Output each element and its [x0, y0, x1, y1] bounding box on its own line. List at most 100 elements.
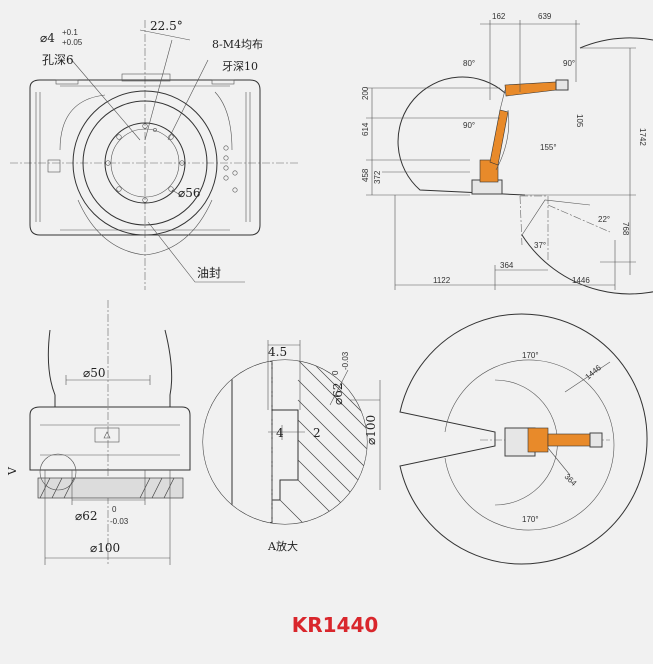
- oil-seal-label: 油封: [197, 266, 221, 280]
- lower-arc: [77, 199, 213, 256]
- robot-wrist: [555, 79, 569, 91]
- plan-outer-envelope: [399, 313, 648, 565]
- housing-top-tab: [121, 73, 171, 82]
- hole-diameter-label: ⌀4: [40, 31, 55, 45]
- robot-elbow: [499, 89, 506, 111]
- bottom-dim-lines: [394, 195, 616, 290]
- angle-80: 80°: [463, 59, 475, 68]
- warning-triangle-icon: [103, 431, 111, 439]
- detail-dia62: ⌀62: [331, 383, 345, 406]
- detail-dim-2: 2: [313, 426, 321, 440]
- section-lines: [40, 424, 180, 456]
- detail-dia62-tol-upper: 0: [331, 370, 340, 375]
- dim-1122: 1122: [433, 276, 451, 285]
- envelope-lower-edge: [521, 199, 591, 236]
- plan-envelope-view: 170° 170° 1446 364: [399, 313, 648, 565]
- angle-37: 37°: [534, 241, 546, 250]
- turntable-outer-ring: [72, 90, 218, 236]
- dim-4-5-line: [267, 340, 301, 410]
- detail-dim-4-5: 4.5: [268, 345, 287, 359]
- robot-plan-turret: [527, 427, 549, 453]
- robot-turret: [479, 159, 499, 183]
- dim-458: 458: [361, 168, 370, 182]
- dim-364: 364: [500, 261, 514, 270]
- section-warning-plate: [94, 427, 120, 443]
- bolt-circle: [105, 123, 185, 203]
- detail-dim-4: 4: [276, 426, 284, 440]
- section-side-label: V: [6, 466, 19, 476]
- model-title: KR1440: [292, 613, 379, 637]
- plan-364-leader: [547, 447, 571, 476]
- inner-diameter-label: ⌀56: [178, 186, 201, 200]
- upper-body-curves: [47, 329, 173, 407]
- base-top-view: ⌀4 +0.1 +0.05 孔深6 22.5° 8-M4均布 牙深10 ⌀56 …: [10, 19, 300, 290]
- section-body: [29, 406, 191, 471]
- housing-right-curve: [214, 91, 233, 151]
- floor-plate: [37, 477, 184, 499]
- plan-radius: 1446: [584, 363, 604, 382]
- robot-plan-wrist: [589, 432, 603, 448]
- detail-dia62-tol-lower: -0.03: [341, 351, 350, 370]
- angle-22: 22°: [598, 215, 610, 224]
- robot-cable: [495, 109, 510, 171]
- plan-angle-top: 170°: [522, 351, 539, 360]
- detail-a-circle: [39, 453, 77, 491]
- lower-reach-lines: [519, 195, 611, 262]
- angle-90-top: 90°: [563, 59, 575, 68]
- bore-leader: [171, 189, 183, 197]
- housing-outline: [29, 79, 261, 236]
- detail-caption: A放大: [267, 539, 298, 553]
- dim-639: 639: [538, 12, 552, 21]
- detail-seal-profile: [272, 409, 299, 501]
- housing-side-lines: [35, 92, 251, 222]
- base-section-view: ⌀50 ⌀62 0 -0.03 ⌀100 V: [6, 300, 191, 565]
- dim-372: 372: [373, 170, 382, 184]
- hole-depth-label: 孔深6: [42, 53, 74, 67]
- section-dia62-tol-upper: 0: [112, 505, 117, 514]
- dia100-dim: [44, 470, 171, 565]
- envelope-inner-arc: [397, 76, 526, 196]
- dim-1446: 1446: [572, 276, 590, 285]
- right-dim-lines: [522, 47, 636, 275]
- thread-depth-label: 牙深10: [222, 60, 258, 73]
- envelope-outer-arc: [521, 37, 653, 295]
- indicator-holes: [223, 145, 238, 193]
- hole-tol-lower: +0.05: [62, 38, 83, 47]
- plan-inner-arc: [444, 359, 615, 531]
- dim-162: 162: [492, 12, 506, 21]
- left-cable-port: [47, 159, 61, 173]
- dia62-dim: [71, 470, 146, 505]
- hole-leader: [69, 57, 141, 141]
- housing-left-curve: [59, 94, 106, 151]
- angle-155: 155°: [540, 143, 557, 152]
- housing-edge-lines: [60, 85, 230, 231]
- dim-200: 200: [361, 86, 370, 100]
- side-envelope-view: 162 639 200 614 458 372 1742 768 105 364…: [361, 12, 653, 295]
- dim-105: 105: [575, 114, 584, 128]
- dim-768: 768: [621, 222, 630, 236]
- seal-leader: [147, 221, 245, 283]
- top-dim-lines: [480, 20, 580, 100]
- thread-leader: [167, 59, 209, 141]
- hole-tol-upper: +0.1: [62, 28, 78, 37]
- left-dim-lines: [366, 87, 500, 196]
- section-dia100: ⌀100: [90, 541, 120, 555]
- turntable-flange: [82, 100, 208, 226]
- robot-upper-arm: [504, 81, 557, 97]
- detail-dia-leaders: [329, 369, 381, 490]
- dim-4-2-lines: [268, 425, 305, 440]
- angle-90-mid: 90°: [463, 121, 475, 130]
- thread-label: 8-M4均布: [212, 38, 263, 51]
- angle-leader: [139, 29, 191, 141]
- section-dia62-tol-lower: -0.03: [110, 517, 129, 526]
- angle-label: 22.5°: [150, 19, 183, 33]
- section-dia62: ⌀62: [75, 509, 98, 523]
- dim-1742: 1742: [638, 128, 647, 146]
- plan-angle-bottom: 170°: [522, 515, 539, 524]
- robot-side: [471, 79, 569, 195]
- top-right-pad: [211, 79, 235, 85]
- plan-radius-leader: [564, 361, 611, 393]
- robot-plan: [504, 427, 603, 457]
- section-dia50: ⌀50: [83, 366, 106, 380]
